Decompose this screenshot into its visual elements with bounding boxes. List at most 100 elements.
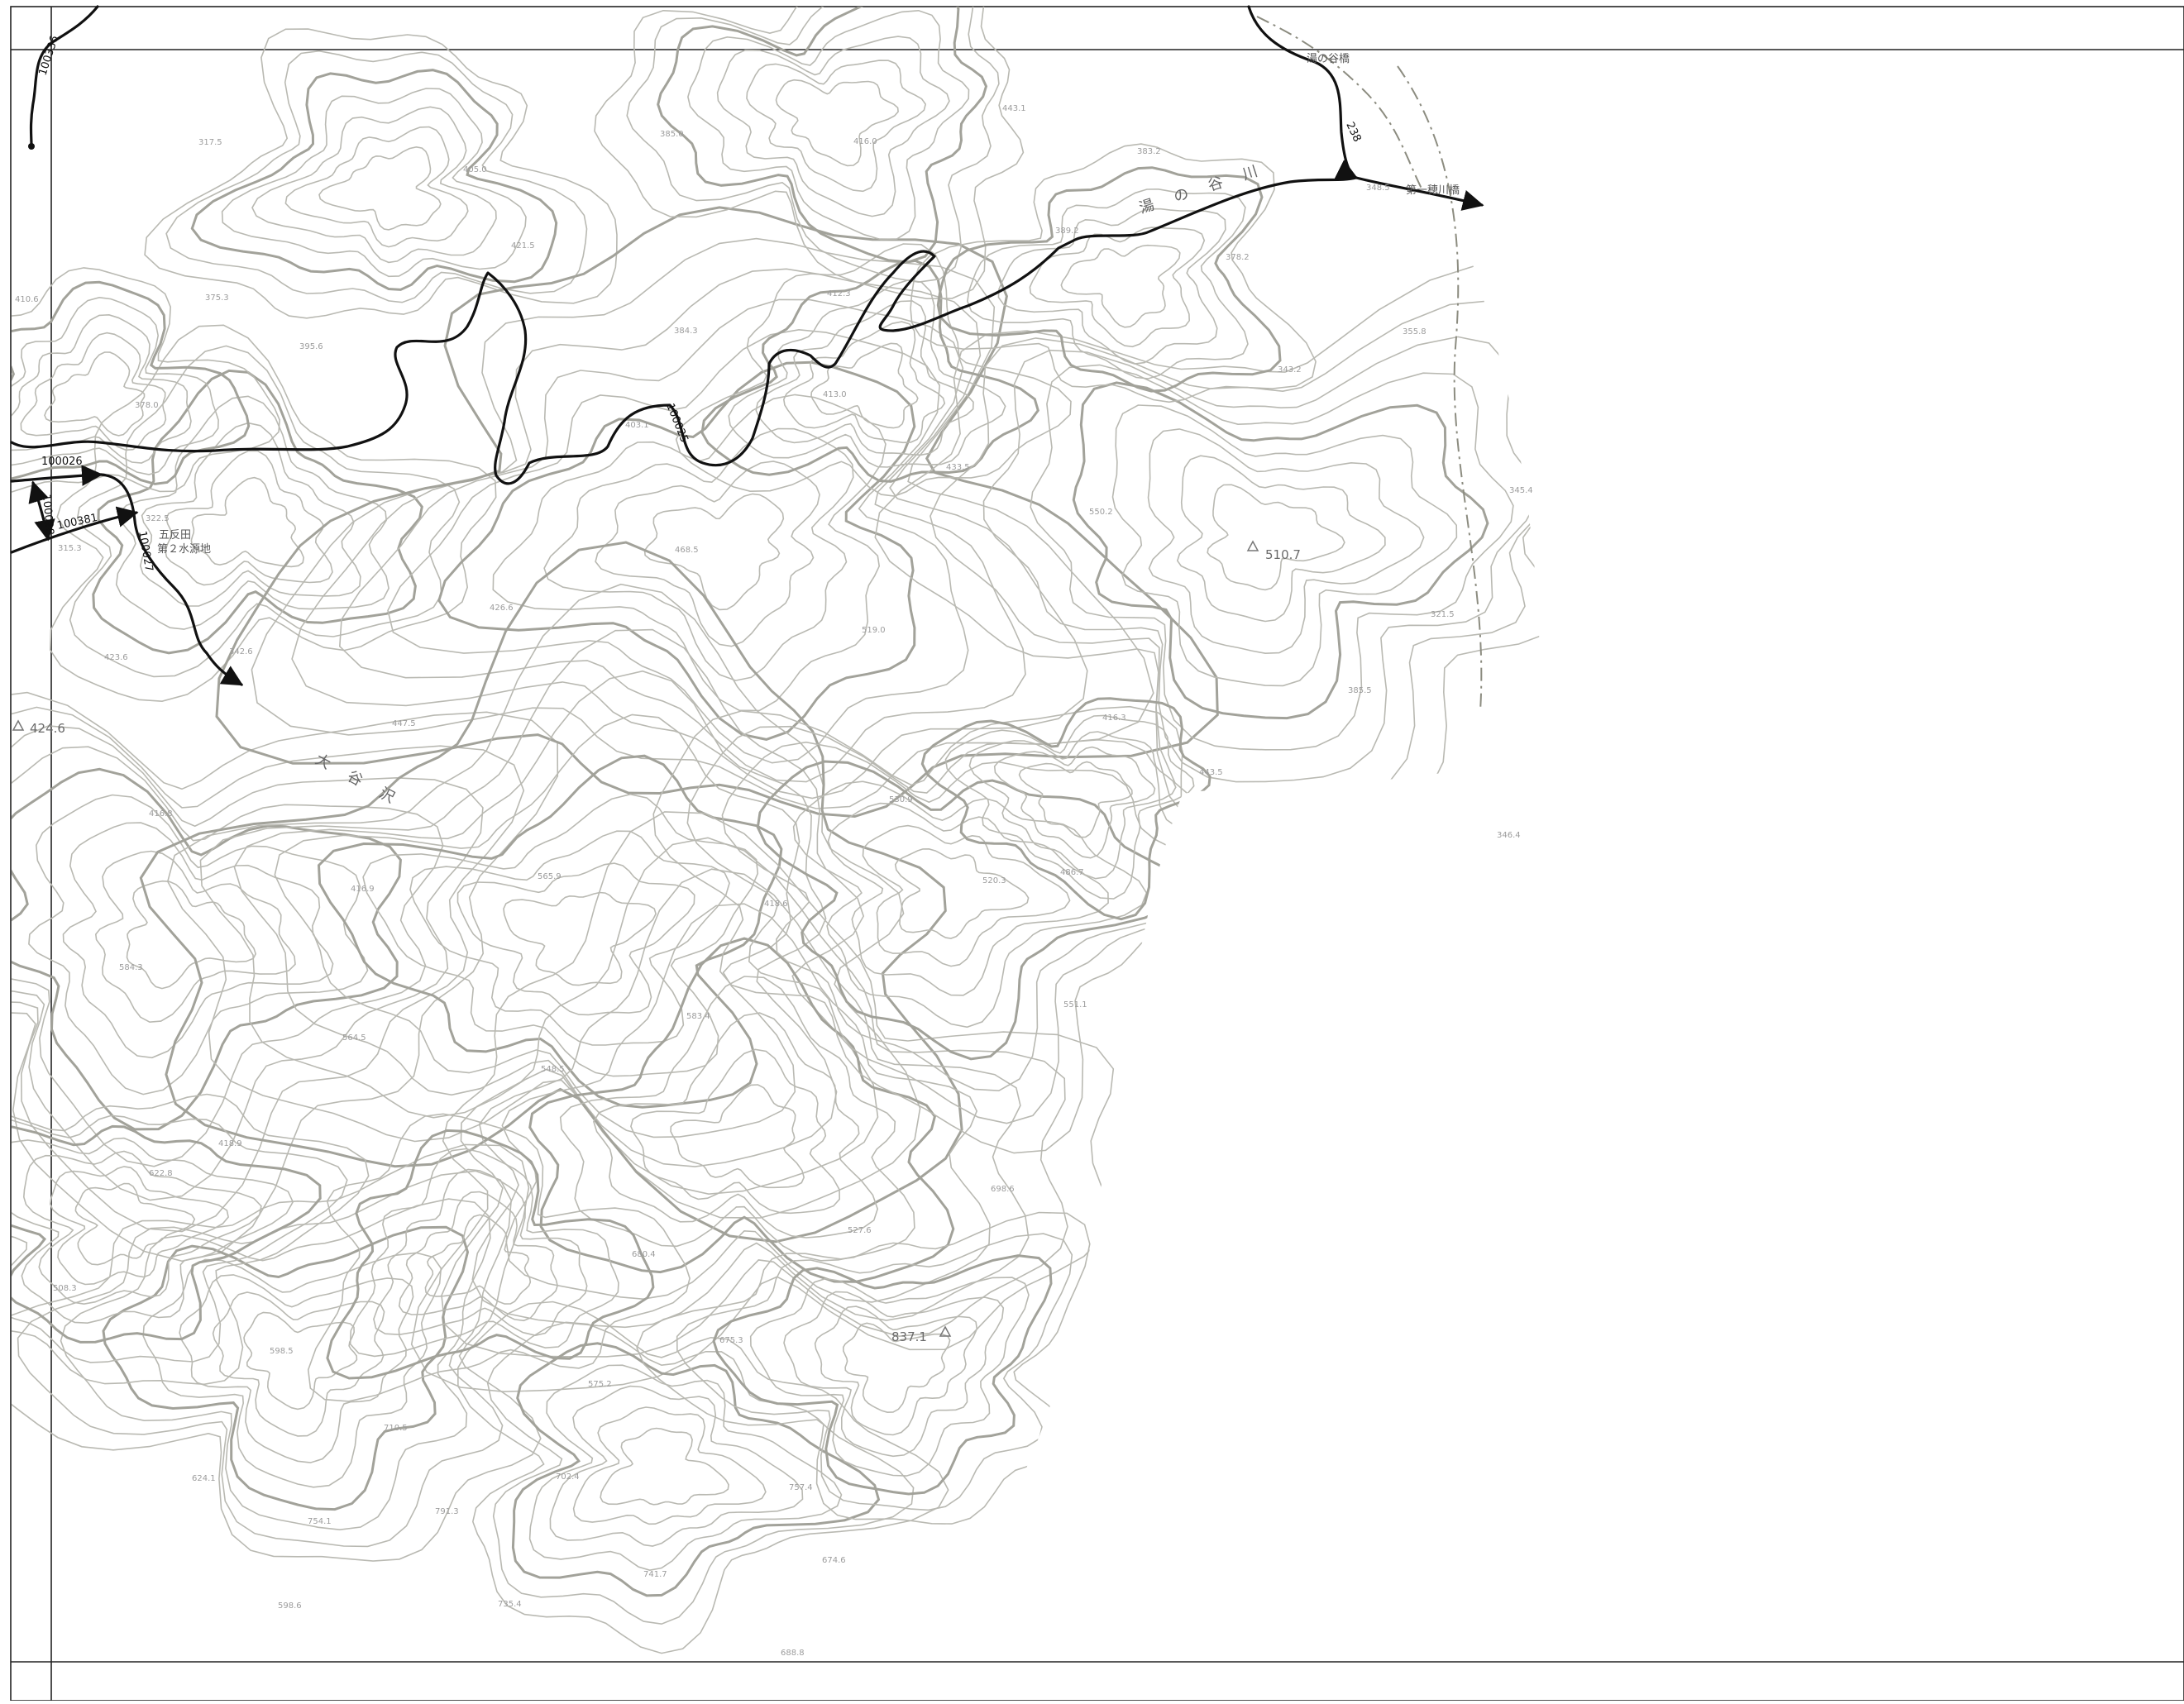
contour-line: [997, 208, 1226, 365]
route-100336[interactable]: [29, 5, 99, 147]
contour-line: [28, 794, 369, 1095]
spot-height: 791.3: [435, 1507, 459, 1516]
place-label-gotanda: 五反田: [159, 529, 191, 542]
contour-line: [967, 188, 1249, 379]
contour-line: [69, 345, 461, 678]
spot-height: 530.9: [889, 795, 913, 804]
contour-line: [179, 1274, 414, 1463]
route-to-bridge[interactable]: [1355, 176, 1484, 211]
spot-height: 421.5: [511, 241, 535, 251]
contour-line: [559, 976, 915, 1262]
spot-height: 384.3: [674, 327, 698, 336]
spot-height: 378.0: [135, 401, 159, 410]
route-network: [10, 5, 1484, 686]
map-frame: [10, 6, 2184, 1702]
contour-line: [291, 268, 1088, 799]
contour-line: [144, 28, 618, 319]
contour-line: [456, 862, 695, 1016]
contour-line: [387, 328, 969, 764]
spot-height: 486.7: [1060, 868, 1084, 877]
contour-line: [676, 1233, 1073, 1511]
peak-markers: [12, 540, 1259, 1337]
contour-line: [199, 628, 879, 1196]
contour-line: [243, 1311, 358, 1410]
contour-line: [874, 262, 1541, 845]
spot-height: 698.6: [991, 1185, 1015, 1194]
contour-line: [166, 583, 921, 1219]
road-north: [1256, 16, 1423, 191]
peak-label: 510.7: [1265, 547, 1301, 562]
contour-line: [652, 705, 1258, 1154]
spot-height: 741.7: [643, 1570, 667, 1579]
contour-line: [456, 1301, 949, 1654]
contour-line: [373, 1168, 588, 1337]
spot-height: 426.6: [490, 604, 514, 613]
peak-icon: [12, 719, 25, 731]
spot-height: 564.5: [342, 1033, 366, 1043]
contour-line: [1147, 428, 1425, 655]
spot-height: 315.3: [58, 544, 82, 553]
contour-line: [486, 1321, 915, 1625]
contour-line: [12, 767, 402, 1131]
contour-line: [338, 298, 1026, 783]
contour-line: [62, 822, 334, 1059]
contour-line: [17, 1170, 513, 1548]
contour-line: [626, 7, 1000, 284]
spot-height: 395.6: [299, 342, 323, 351]
contour-line: [636, 1211, 1091, 1525]
spot-height: 674.6: [822, 1556, 846, 1565]
route-238[interactable]: [1247, 5, 1359, 179]
contour-line: [139, 541, 963, 1243]
contour-line: [600, 1427, 729, 1506]
spot-height: 584.3: [119, 963, 143, 972]
route-100026[interactable]: [10, 465, 103, 486]
contour-line: [410, 811, 1115, 1393]
peak-label: 837.1: [891, 1329, 927, 1344]
contour-line: [643, 493, 785, 611]
contour-line: [362, 793, 759, 1077]
contour-line: [284, 126, 469, 248]
contour-line: [716, 36, 950, 217]
contour-line: [215, 206, 1219, 819]
spot-height: 565.9: [538, 872, 562, 881]
contour-line: [501, 903, 991, 1303]
spot-height: 447.5: [392, 719, 416, 728]
spot-height: 443.1: [1002, 104, 1026, 113]
contour-line: [756, 760, 1182, 1061]
contour-line: [1111, 404, 1458, 687]
route-100028[interactable]: [28, 480, 55, 542]
spot-height: 355.8: [1403, 327, 1427, 337]
spot-height: 688.8: [781, 1649, 805, 1658]
contour-line: [12, 1143, 542, 1562]
contour-line: [22, 1150, 262, 1305]
contour-line: [1072, 381, 1489, 720]
contour-line: [1176, 455, 1386, 623]
place-label-water-source: 第２水源地: [157, 543, 211, 556]
spot-height: 412.3: [827, 289, 851, 298]
contour-line: [12, 280, 251, 485]
contour-line: [595, 461, 820, 647]
contour-line: [251, 106, 497, 264]
spot-height: 322.5: [146, 514, 170, 523]
contour-line: [12, 1093, 370, 1386]
spot-height: 405.0: [463, 165, 487, 174]
route-100025[interactable]: [10, 176, 1358, 485]
contour-line: [492, 394, 887, 712]
route-100381[interactable]: [10, 506, 139, 554]
spot-height: 348.5: [1366, 184, 1390, 193]
spot-height: 754.1: [308, 1517, 332, 1526]
spot-height: 583.4: [686, 1012, 710, 1021]
contour-line: [894, 847, 1030, 939]
spot-height: 598.5: [270, 1347, 294, 1356]
contour-line: [190, 476, 305, 568]
contour-line: [142, 1252, 442, 1488]
spot-height: 385.5: [1348, 686, 1372, 695]
contour-line: [12, 746, 444, 1167]
contour-line: [165, 450, 333, 586]
contour-line: [139, 422, 361, 607]
contour-line: [594, 7, 1025, 300]
spot-height: 375.3: [205, 294, 229, 303]
route-100027[interactable]: [99, 473, 244, 686]
